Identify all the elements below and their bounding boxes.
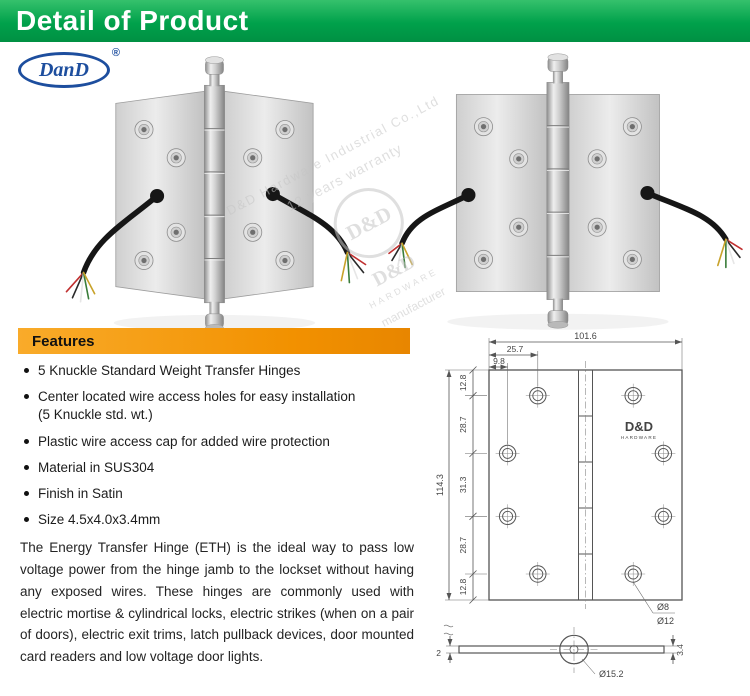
bullet-icon bbox=[24, 394, 29, 400]
feature-item: Size 4.5x4.0x3.4mm bbox=[22, 511, 414, 529]
dim-hole-outer: Ø12 bbox=[657, 616, 674, 626]
hinge-left-leaf bbox=[455, 94, 548, 292]
dim-knuckle-dia: Ø15.2 bbox=[599, 669, 624, 679]
hinge-photo-right-svg bbox=[388, 53, 743, 330]
feature-text: Material in SUS304 bbox=[38, 459, 155, 475]
feature-text: Center located wire access holes for eas… bbox=[38, 388, 355, 424]
brand-logo: DanD ® bbox=[18, 47, 120, 88]
front-view bbox=[488, 361, 683, 609]
drawing-brand-text: D&D bbox=[625, 419, 653, 434]
drawing-brand-sub-text: HARDWARE bbox=[621, 435, 657, 440]
brand-logo-text: DanD bbox=[38, 58, 89, 81]
wire-right bbox=[640, 185, 743, 269]
drawing-brand-logo: D&D HARDWARE bbox=[621, 419, 657, 440]
dimension-labels: 101.6 25.7 9.8 12.8 28.7 31.3 28.7 12.8 … bbox=[435, 331, 674, 626]
features-heading-bar: Features bbox=[18, 328, 410, 354]
feature-item: Plastic wire access cap for added wire p… bbox=[22, 433, 414, 451]
dim-leaf-thickness: 3.4 bbox=[675, 644, 685, 656]
feature-text-line1: Center located wire access holes for eas… bbox=[38, 389, 356, 405]
dim-hole-col-far: 25.7 bbox=[507, 344, 524, 354]
hinge-barrel bbox=[546, 82, 570, 300]
feature-item: Finish in Satin bbox=[22, 485, 414, 503]
page-title: Detail of Product bbox=[16, 5, 249, 36]
wire-left bbox=[388, 187, 476, 269]
dim-row-second: 28.7 bbox=[458, 416, 468, 433]
dim-row-bottom: 12.8 bbox=[458, 578, 468, 595]
hinge-barrel bbox=[204, 84, 225, 304]
break-marks bbox=[443, 624, 454, 636]
feature-item: Material in SUS304 bbox=[22, 459, 414, 477]
feature-text: Plastic wire access cap for added wire p… bbox=[38, 433, 330, 449]
dim-edge-gap: 2 bbox=[436, 648, 441, 658]
dim-overall-width: 101.6 bbox=[574, 331, 597, 341]
dim-overall-height: 114.3 bbox=[435, 474, 445, 496]
bullet-icon bbox=[24, 517, 29, 523]
dim-hole-inner: Ø8 bbox=[657, 602, 669, 612]
features-heading: Features bbox=[32, 332, 95, 350]
hinge-photo-left-svg bbox=[65, 56, 367, 332]
dimension-lines bbox=[446, 339, 682, 614]
side-view: Ø15.2 3.4 2 bbox=[436, 624, 685, 679]
feature-text: Finish in Satin bbox=[38, 486, 123, 502]
feature-item: Center located wire access holes for eas… bbox=[22, 388, 414, 424]
product-photo-right bbox=[388, 42, 750, 336]
dim-row-middle: 31.3 bbox=[458, 476, 468, 493]
feature-text: Size 4.5x4.0x3.4mm bbox=[38, 512, 161, 528]
barrel-finial-top bbox=[205, 56, 224, 87]
registered-mark: ® bbox=[111, 47, 120, 59]
dim-row-fourth: 28.7 bbox=[458, 537, 468, 554]
barrel-finial-top bbox=[547, 53, 569, 84]
technical-drawing-svg: D&D HARDWARE bbox=[435, 331, 685, 679]
feature-item: 5 Knuckle Standard Weight Transfer Hinge… bbox=[22, 362, 414, 380]
features-list: 5 Knuckle Standard Weight Transfer Hinge… bbox=[22, 362, 414, 538]
barrel-finial-bottom bbox=[205, 301, 224, 332]
wire-left bbox=[65, 188, 165, 303]
dimension-drawing: D&D HARDWARE bbox=[418, 330, 750, 696]
dim-hole-col-near: 9.8 bbox=[493, 356, 505, 366]
feature-text-line2: (5 Knuckle std. wt.) bbox=[38, 407, 153, 423]
wire-right bbox=[265, 186, 367, 284]
bullet-icon bbox=[24, 368, 29, 373]
dim-row-top: 12.8 bbox=[458, 374, 468, 391]
bullet-icon bbox=[24, 464, 29, 470]
bullet-icon bbox=[24, 491, 29, 497]
extension-lines bbox=[445, 338, 683, 601]
product-photo-left bbox=[52, 45, 387, 337]
feature-text: 5 Knuckle Standard Weight Transfer Hinge… bbox=[38, 363, 301, 378]
bullet-icon bbox=[24, 438, 29, 444]
barrel-finial-bottom bbox=[547, 298, 569, 329]
product-description: The Energy Transfer Hinge (ETH) is the i… bbox=[20, 540, 414, 665]
header-banner: Detail of Product bbox=[0, 0, 750, 42]
